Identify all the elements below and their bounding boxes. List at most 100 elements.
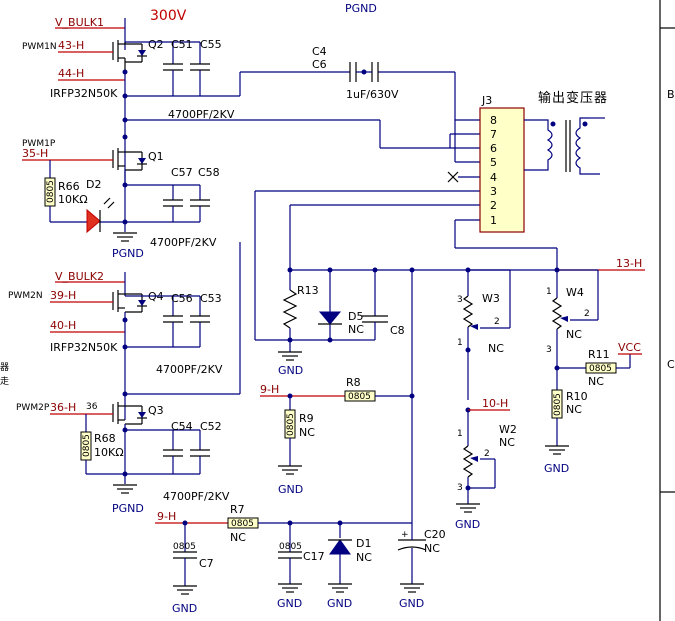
bottom-filter: 9-H 0805 R7 NC 0805 C7 GND 0805 C17 GND: [155, 503, 446, 615]
mosfet-stage-2: V_BULK2 Q4 39-H PWM2N 40-H IRFP32N50K: [8, 270, 230, 515]
d5-ref: D5: [348, 310, 363, 323]
c20-nc: NC: [424, 542, 440, 555]
r9-nc: NC: [299, 426, 315, 439]
pot-w4: 13-H 1 3 2 W4 NC 0805 R11 NC VCC 0805 R1…: [544, 257, 645, 475]
c57-ref: C57: [171, 166, 193, 179]
gnd-label-w2: GND: [455, 518, 480, 531]
c6-ref: C6: [312, 58, 327, 71]
cap-c54-c52: C54 C52: [125, 420, 222, 474]
r68-ref: R68: [94, 432, 116, 445]
signal-pwm1n: PWM1N: [22, 42, 57, 52]
gnd-label-r10: GND: [544, 462, 569, 475]
net-vcc: VCC: [618, 341, 641, 354]
r66-value: 10KΩ: [58, 193, 88, 206]
w3-pin-3: 3: [457, 295, 463, 305]
cap-c4-c6: C4 C6 1uF/630V: [312, 45, 399, 101]
gnd-label-c17: GND: [277, 597, 302, 610]
divider-r8-r9: 9-H 0805 R8 0805 R9 NC GND: [260, 376, 415, 496]
r10-ref: R10: [566, 390, 588, 403]
r8-ref: R8: [346, 376, 361, 389]
sheet-zone-b: B: [667, 88, 675, 101]
r8-pkg: 0805: [348, 392, 371, 402]
c55-ref: C55: [200, 38, 222, 51]
r66-ref: R66: [58, 180, 80, 193]
gnd-label-r13: GND: [278, 364, 303, 377]
w3-ref: W3: [482, 292, 500, 305]
mosfet-q2: Q2: [112, 38, 164, 72]
connector-j3: J3 8 7 6 5 4 3 2 1: [479, 94, 525, 233]
net-40h: 40-H: [50, 319, 76, 332]
net-v-bulk1: V_BULK1: [55, 16, 104, 29]
r7-ref: R7: [230, 503, 245, 516]
net-13h: 13-H: [616, 257, 642, 270]
mosfet-q4: Q4: [112, 290, 164, 313]
snubber-r13-d5-c8: R13 D5 NC C8 GND: [255, 267, 560, 377]
gnd-label-r9: GND: [278, 483, 303, 496]
r11-nc: NC: [588, 375, 604, 388]
c46-value: 1uF/630V: [346, 88, 399, 101]
net-v-bulk2: V_BULK2: [55, 270, 104, 283]
r66-pkg: 0805: [46, 180, 56, 203]
cap-c57-c58: C57 C58: [125, 166, 220, 223]
j3-pin-3: 3: [490, 185, 497, 198]
side-char-1: 器: [0, 362, 9, 373]
pgnd-symbol-2: PGND: [112, 484, 144, 515]
r9-ref: R9: [299, 412, 314, 425]
w3-pin-2: 2: [494, 317, 500, 327]
sheet-zone-c: C: [667, 358, 675, 371]
resistor-r66: 0805 R66 10KΩ: [44, 177, 88, 207]
r11-pkg: 0805: [589, 364, 612, 374]
c20-plus: +: [401, 530, 409, 540]
pot-w2: 10-H 1 3 2 W2 NC GND: [455, 397, 517, 531]
pgnd-symbol-1: PGND: [112, 232, 144, 260]
signal-pwm2p: PWM2P: [16, 403, 50, 413]
c17-pkg: 0805: [279, 542, 302, 552]
r10-pkg: 0805: [553, 393, 563, 416]
c54-ref: C54: [171, 420, 193, 433]
pin-36: 36: [86, 402, 98, 412]
r68-pkg: 0805: [82, 434, 92, 457]
c7-ref: C7: [199, 557, 214, 570]
c-hv-label-3: 4700PF/2KV: [156, 363, 223, 376]
c58-ref: C58: [198, 166, 220, 179]
w4-ref: W4: [566, 286, 584, 299]
d2-ref: D2: [86, 178, 101, 191]
w3-pin-1: 1: [457, 338, 463, 348]
q2-ref: Q2: [148, 38, 164, 51]
q1-ref: Q1: [148, 150, 164, 163]
j3-pin-1: 1: [490, 214, 497, 227]
transformer-label: 输出变压器: [538, 90, 608, 106]
c20-ref: C20: [424, 528, 446, 541]
c7-pkg: 0805: [173, 542, 196, 552]
w4-pin-1: 1: [546, 287, 552, 297]
net-44h: 44-H: [58, 67, 84, 80]
net-9h-a: 9-H: [260, 383, 279, 396]
c17-ref: C17: [303, 550, 325, 563]
mosfet-q1: Q1: [112, 148, 164, 171]
w2-nc: NC: [499, 436, 515, 449]
cap-c56-c53: C56 C53: [125, 292, 222, 348]
c-hv-label-4: 4700PF/2KV: [163, 490, 230, 503]
mosfet-q3: Q3: [112, 402, 164, 425]
c56-ref: C56: [171, 292, 193, 305]
j3-ref: J3: [481, 94, 492, 107]
w2-ref: W2: [499, 423, 517, 436]
resistor-r68: 0805 R68 10KΩ: [80, 431, 124, 461]
gnd-label-c7: GND: [172, 602, 197, 615]
voltage-note: 300V: [150, 8, 187, 24]
signal-pwm1p: PWM1P: [22, 139, 56, 149]
q2-part: IRFP32N50K: [50, 87, 118, 100]
pgnd-label-2: PGND: [112, 502, 144, 515]
mosfet-stage-1: V_BULK1 300V PGND Q2 43-H PWM1N 44-H IRF…: [22, 2, 377, 260]
net-36h: 36-H: [50, 401, 76, 414]
pgnd-top-label: PGND: [345, 2, 377, 15]
r7-pkg: 0805: [231, 519, 254, 529]
interconnect: [125, 71, 558, 395]
r13-ref: R13: [297, 284, 319, 297]
diode-d2: D2: [86, 178, 115, 234]
side-char-2: 走: [0, 376, 9, 387]
r68-value: 10KΩ: [94, 446, 124, 459]
j3-pin-2: 2: [490, 199, 497, 212]
c-hv-label-1: 4700PF/2KV: [168, 108, 235, 121]
